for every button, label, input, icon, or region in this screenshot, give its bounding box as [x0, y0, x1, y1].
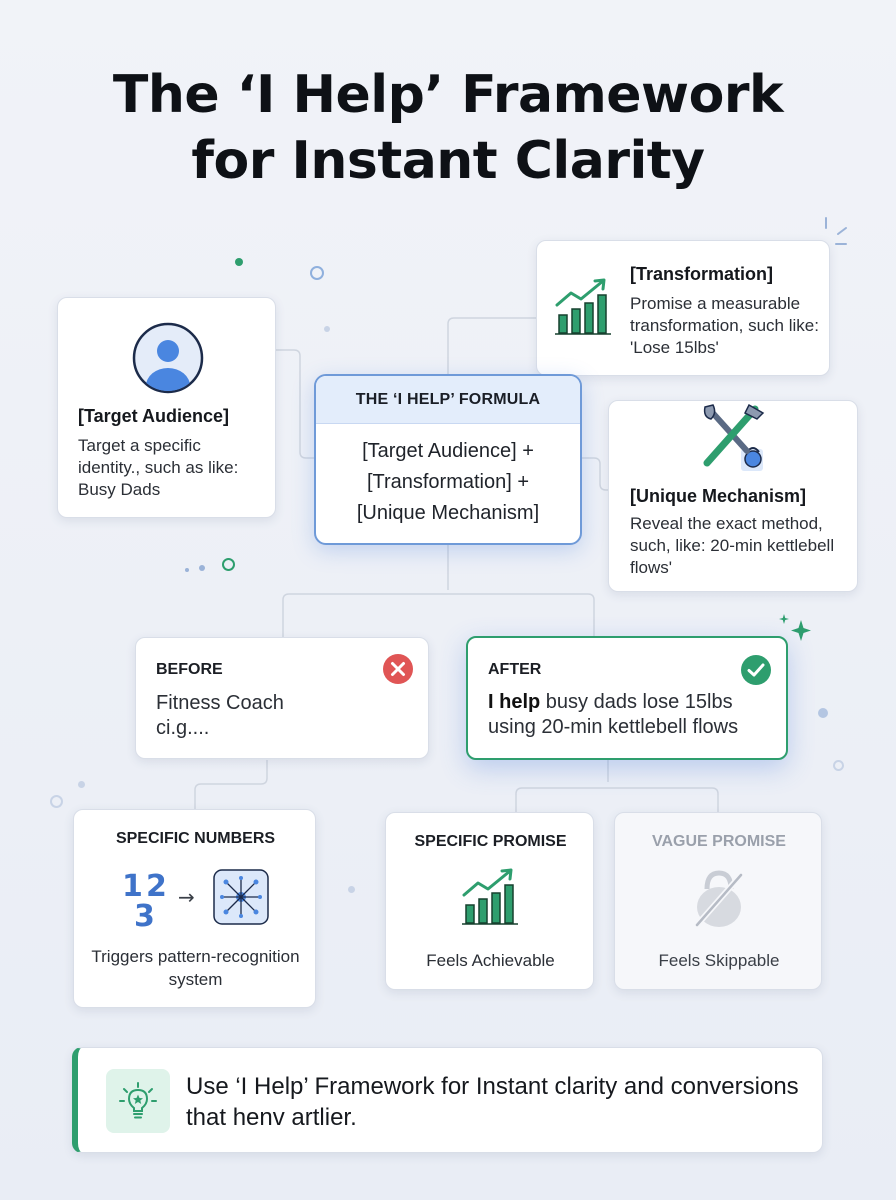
- specific-numbers-label: SPECIFIC NUMBERS: [115, 830, 276, 847]
- specific-promise-label: SPECIFIC PROMISE: [414, 833, 567, 850]
- digit-2: 2: [146, 869, 167, 904]
- numbers-pattern-illustration: 1 2 3 →: [120, 866, 272, 937]
- after-label: AFTER: [488, 661, 542, 678]
- formula-line-3: [Unique Mechanism]: [356, 502, 540, 524]
- decor-lines-icon: [825, 217, 847, 245]
- formula-line-1: [Target Audience] +: [362, 440, 534, 462]
- unique-mechanism-card: [Unique Mechanism] Reveal the exact meth…: [608, 400, 858, 592]
- decor-dot: [324, 326, 330, 332]
- title-line-1: The ‘I Help’ Framework: [112, 65, 784, 125]
- target-audience-heading: [Target Audience]: [78, 406, 230, 426]
- before-label: BEFORE: [156, 661, 223, 678]
- before-text: Fitness Coach ci.g....: [156, 691, 284, 741]
- transformation-card: [Transformation] Promise a measurable tr…: [536, 240, 830, 376]
- digit-1: 1: [122, 869, 143, 904]
- specific-numbers-text: Triggers pattern-recognition system: [91, 947, 300, 989]
- target-audience-card: [Target Audience] Target a specific iden…: [57, 297, 276, 518]
- title-line-2: for Instant Clarity: [191, 131, 705, 191]
- transformation-text: Promise a measurable transformation, suc…: [630, 294, 819, 357]
- after-bold-text: I help: [488, 691, 541, 713]
- user-avatar-icon: [132, 322, 204, 399]
- decor-dot: [185, 568, 189, 572]
- digit-3: 3: [134, 899, 155, 932]
- check-badge-icon: [740, 654, 772, 691]
- tip-banner: Use ‘I Help’ Framework for Instant clari…: [72, 1047, 823, 1153]
- after-card: AFTER I help busy dads lose 15lbs using …: [466, 636, 788, 760]
- decor-dot: [235, 258, 243, 266]
- formula-heading: THE ‘I HELP’ FORMULA: [316, 376, 580, 424]
- specific-promise-card: SPECIFIC PROMISE Feels Achievable: [385, 812, 594, 990]
- decor-ring: [222, 558, 235, 571]
- target-audience-text: Target a specific identity., such as lik…: [78, 436, 239, 499]
- vague-promise-text: Feels Skippable: [658, 951, 780, 970]
- formula-card: THE ‘I HELP’ FORMULA [Target Audience] +…: [314, 374, 582, 545]
- decor-ring: [833, 760, 844, 771]
- formula-line-2: [Transformation] +: [366, 471, 530, 493]
- before-card: BEFORE Fitness Coach ci.g....: [135, 637, 429, 759]
- decor-dot: [199, 565, 205, 571]
- specific-numbers-card: SPECIFIC NUMBERS 1 2 3 →: [73, 809, 316, 1008]
- crossed-kettlebell-icon: [691, 867, 747, 936]
- unique-mechanism-text: Reveal the exact method, such, like: 20-…: [630, 514, 835, 577]
- cross-badge-icon: [382, 653, 414, 690]
- decor-ring: [50, 795, 63, 808]
- vague-promise-card: VAGUE PROMISE Feels Skippable: [614, 812, 822, 990]
- transformation-heading: [Transformation]: [630, 264, 774, 284]
- decor-dot: [78, 781, 85, 788]
- growth-chart-icon: [460, 865, 522, 936]
- decor-ring: [310, 266, 324, 280]
- after-text: I help busy dads lose 15lbs using 20-min…: [488, 690, 778, 740]
- arrow-icon: →: [178, 885, 195, 909]
- unique-mechanism-heading: [Unique Mechanism]: [630, 486, 807, 506]
- growth-chart-icon: [553, 277, 615, 344]
- specific-promise-text: Feels Achievable: [426, 951, 555, 970]
- sparkle-icon: [779, 614, 811, 641]
- pattern-network-icon: [213, 869, 269, 925]
- tip-text: Use ‘I Help’ Framework for Instant clari…: [186, 1073, 799, 1131]
- before-line-1: Fitness Coach: [156, 692, 284, 714]
- decor-dot: [348, 886, 355, 893]
- vague-promise-label: VAGUE PROMISE: [652, 833, 786, 850]
- before-line-2: ci.g....: [156, 717, 210, 739]
- decor-dot: [818, 708, 828, 718]
- page-title: The ‘I Help’ Framework for Instant Clari…: [0, 62, 896, 194]
- after-rest-text: busy dads lose 15lbs using 20-min kettle…: [488, 691, 739, 738]
- lightbulb-icon: [106, 1069, 170, 1133]
- tools-kettlebell-icon: [697, 401, 771, 482]
